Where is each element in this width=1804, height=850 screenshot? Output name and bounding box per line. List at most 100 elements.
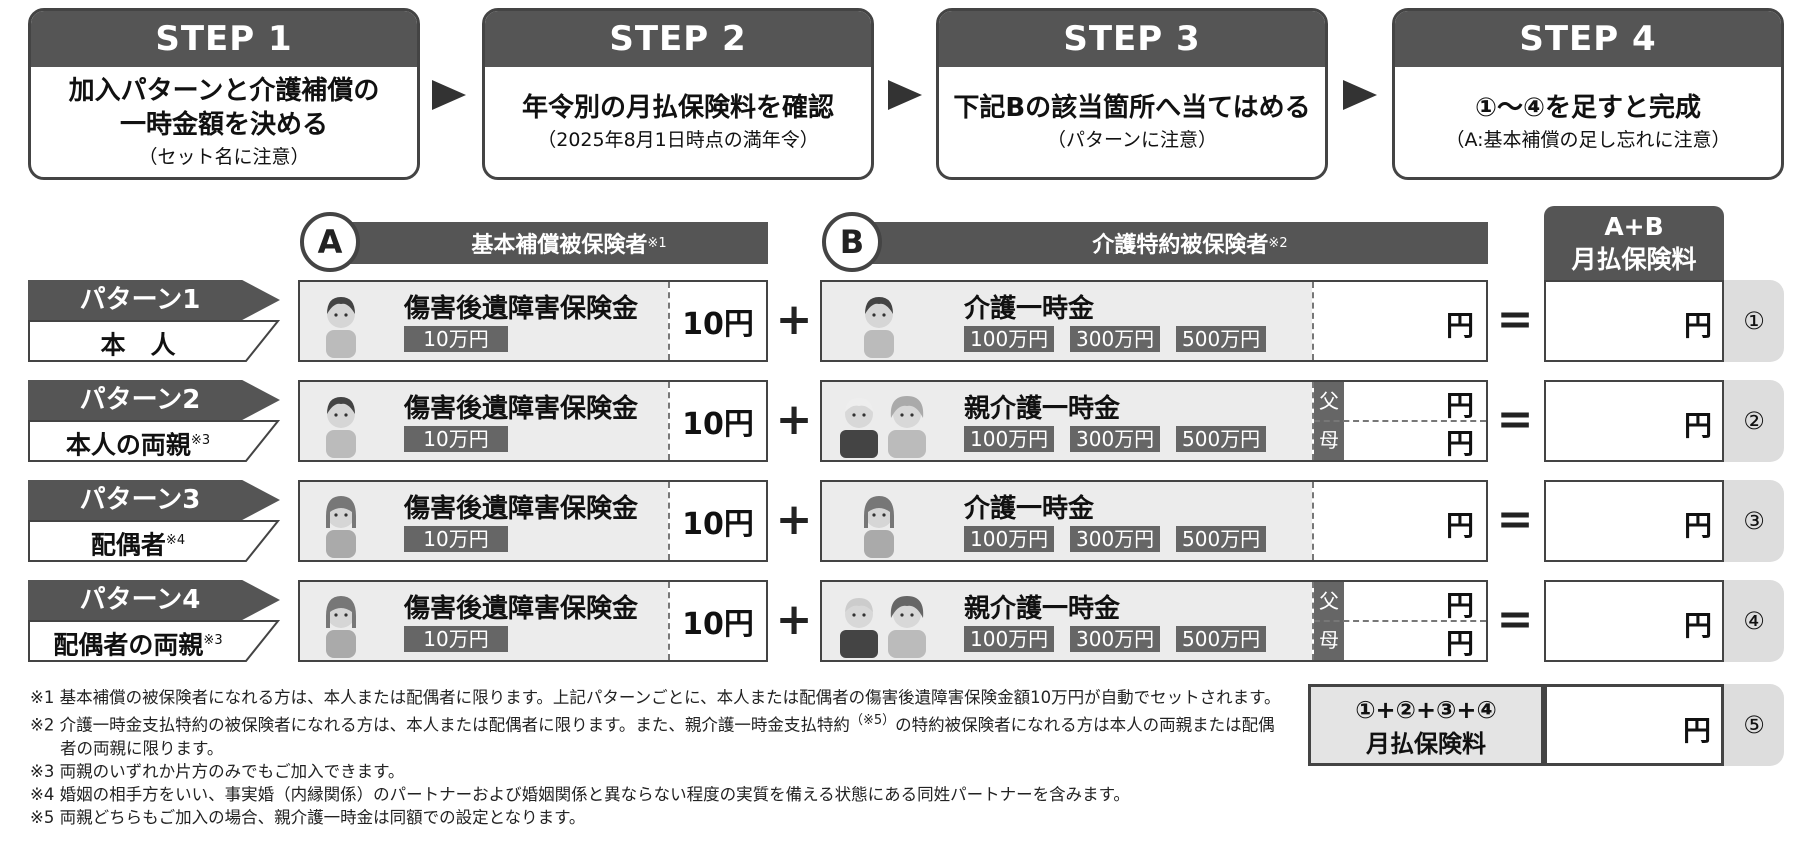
- father-tag: 父: [1314, 382, 1344, 421]
- step-3-head: STEP 3: [939, 11, 1325, 67]
- footnote-4: ※4 婚姻の相手方をいい、事実婚（内縁関係）のパートナーおよび婚姻関係と異ならな…: [30, 783, 1290, 806]
- basic-coverage-1-title: 傷害後遺障害保険金: [404, 294, 639, 324]
- step-arrow-icon: [432, 80, 466, 110]
- header-b-title: 介護特約被保険者: [1092, 233, 1269, 258]
- step-1-line2: 一時金額を決める: [119, 110, 328, 140]
- care-option-500[interactable]: 500万円: [1176, 326, 1267, 352]
- basic-coverage-1-amount: 10円: [668, 282, 766, 360]
- basic-coverage-4: 傷害後遺障害保険金 10万円 10円: [298, 580, 768, 662]
- care-coverage-2-title: 親介護一時金: [964, 394, 1121, 424]
- step-2-sub: （2025年8月1日時点の満年令）: [537, 129, 819, 151]
- footnote-3-text: 両親のいずれか片方のみでもご加入できます。: [59, 761, 405, 781]
- footnote-5: ※5 両親どちらもご加入の場合、親介護一時金は同額での設定となります。: [30, 806, 1290, 829]
- mother-yen: 円: [1445, 627, 1474, 660]
- care-option-500[interactable]: 500万円: [1176, 626, 1267, 652]
- person-icon: [856, 488, 902, 562]
- pattern-2-frame: [28, 420, 280, 462]
- total-amount-field[interactable]: 円: [1544, 684, 1724, 766]
- equals-sign: =: [1496, 494, 1534, 545]
- header-b-circle: B: [822, 212, 882, 272]
- row-4-number-tab: ④: [1724, 580, 1784, 662]
- care-coverage-3-amount-field[interactable]: 円: [1312, 482, 1486, 560]
- row-4-yen: 円: [1683, 609, 1712, 642]
- basic-coverage-4-badge: 10万円: [404, 626, 508, 652]
- basic-coverage-2-title: 傷害後遺障害保険金: [404, 394, 639, 424]
- care-coverage-4: 親介護一時金 100万円 300万円 500万円 父 母 円 円: [820, 580, 1488, 662]
- person-icon: [856, 288, 902, 362]
- footnote-5-text: 両親どちらもご加入の場合、親介護一時金は同額での設定となります。: [59, 807, 586, 827]
- pattern-2-tag: パターン2: [28, 380, 280, 420]
- header-b: 介護特約被保険者※2: [852, 222, 1488, 264]
- care-yen: 円: [1445, 509, 1474, 542]
- step-arrow-icon: [888, 80, 922, 110]
- care-option-100[interactable]: 100万円: [964, 326, 1055, 352]
- care-coverage-4-title: 親介護一時金: [964, 594, 1121, 624]
- care-option-100[interactable]: 100万円: [964, 426, 1055, 452]
- care-option-100[interactable]: 100万円: [964, 526, 1055, 552]
- basic-coverage-2: 傷害後遺障害保険金 10万円 10円: [298, 380, 768, 462]
- care-option-500[interactable]: 500万円: [1176, 526, 1267, 552]
- row-3-premium-field[interactable]: 円: [1544, 480, 1724, 562]
- pattern-3-label-text: 配偶者: [90, 530, 166, 560]
- pattern-1-frame: [28, 320, 280, 362]
- row-1-yen: 円: [1683, 309, 1712, 342]
- basic-coverage-3-amount: 10円: [668, 482, 766, 560]
- care-coverage-1-amount-field[interactable]: 円: [1312, 282, 1486, 360]
- step-4-sub: （A:基本補償の足し忘れに注意）: [1445, 129, 1731, 151]
- row-1-premium-field[interactable]: 円: [1544, 280, 1724, 362]
- care-option-100[interactable]: 100万円: [964, 626, 1055, 652]
- step-1: STEP 1 加入パターンと介護補償の 一時金額を決める （セット名に注意）: [28, 8, 420, 180]
- care-coverage-4-amount-field[interactable]: 父 母 円 円: [1312, 582, 1486, 660]
- header-b-note: ※2: [1268, 235, 1288, 251]
- mother-tag: 母: [1314, 421, 1344, 460]
- mother-tag: 母: [1314, 621, 1344, 660]
- split-divider: [1314, 420, 1486, 422]
- step-3-line1: 下記Bの該当箇所へ当てはめる: [953, 93, 1311, 123]
- basic-coverage-3: 傷害後遺障害保険金 10万円 10円: [298, 480, 768, 562]
- step-4-head: STEP 4: [1395, 11, 1781, 67]
- step-3-sub: （パターンに注意）: [1046, 129, 1218, 151]
- care-option-300[interactable]: 300万円: [1070, 426, 1161, 452]
- header-a: 基本補償被保険者※1: [330, 222, 768, 264]
- header-a-title: 基本補償被保険者: [471, 233, 648, 258]
- care-option-300[interactable]: 300万円: [1070, 326, 1161, 352]
- care-option-300[interactable]: 300万円: [1070, 526, 1161, 552]
- father-yen: 円: [1445, 589, 1474, 622]
- pattern-3: パターン3 配偶者※4: [28, 480, 280, 562]
- pattern-3-frame: [28, 520, 280, 562]
- pattern-1-label: 本 人: [28, 320, 248, 362]
- pattern-2-label-text: 本人の両親: [65, 430, 191, 460]
- basic-coverage-4-title: 傷害後遺障害保険金: [404, 594, 639, 624]
- header-ab-line2: 月払保険料: [1571, 245, 1697, 274]
- basic-coverage-1-badge: 10万円: [404, 326, 508, 352]
- pattern-4-label-note: ※3: [203, 633, 223, 648]
- row-2-premium-field[interactable]: 円: [1544, 380, 1724, 462]
- footnote-2-sup: （※5）: [849, 713, 896, 728]
- step-arrow-icon: [1343, 80, 1377, 110]
- row-4-premium-field[interactable]: 円: [1544, 580, 1724, 662]
- total-label: ①+②+③+④ 月払保険料: [1308, 684, 1544, 766]
- row-3-yen: 円: [1683, 509, 1712, 542]
- step-2-head: STEP 2: [485, 11, 871, 67]
- total-number-tab: ⑤: [1724, 684, 1784, 766]
- footnotes: ※1 基本補償の被保険者になれる方は、本人または配偶者に限ります。上記パターンご…: [30, 686, 1290, 829]
- person-icon: [318, 388, 364, 462]
- plus-sign: +: [775, 294, 813, 345]
- step-1-line1: 加入パターンと介護補償の: [68, 76, 380, 106]
- total-label-line1: ①+②+③+④: [1355, 696, 1497, 724]
- equals-sign: =: [1496, 394, 1534, 445]
- care-coverage-1: 介護一時金 100万円 300万円 500万円 円: [820, 280, 1488, 362]
- row-2-number-tab: ②: [1724, 380, 1784, 462]
- pattern-2-label: 本人の両親※3: [28, 420, 248, 462]
- care-coverage-2-amount-field[interactable]: 父 母 円 円: [1312, 382, 1486, 460]
- step-3: STEP 3 下記Bの該当箇所へ当てはめる （パターンに注意）: [936, 8, 1328, 180]
- total-yen: 円: [1682, 714, 1711, 747]
- care-option-300[interactable]: 300万円: [1070, 626, 1161, 652]
- pattern-2-label-note: ※3: [190, 433, 211, 448]
- step-2-line1: 年令別の月払保険料を確認: [521, 93, 834, 123]
- footnote-3: ※3 両親のいずれか片方のみでもご加入できます。: [30, 760, 1290, 783]
- care-option-500[interactable]: 500万円: [1176, 426, 1267, 452]
- pattern-1-tag: パターン1: [28, 280, 280, 320]
- pattern-4-frame: [28, 620, 280, 662]
- care-coverage-3: 介護一時金 100万円 300万円 500万円 円: [820, 480, 1488, 562]
